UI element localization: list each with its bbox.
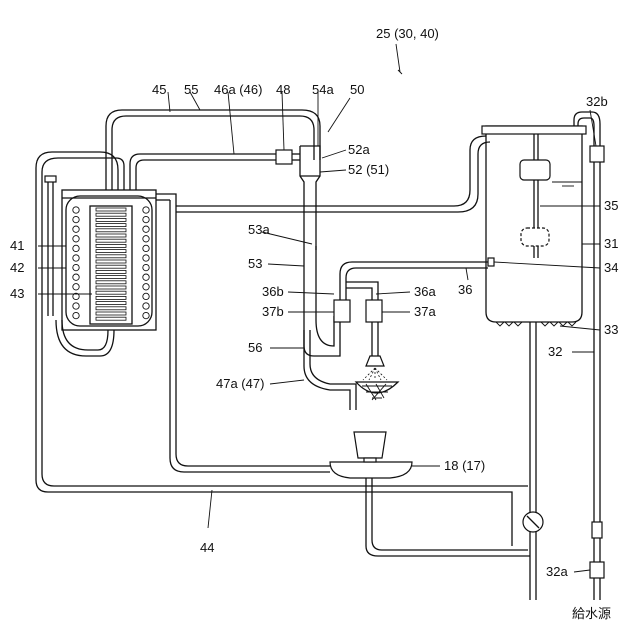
- coil-circle: [143, 255, 149, 261]
- coil-bar: [96, 208, 126, 211]
- label-32b: 32b: [586, 94, 608, 109]
- coil-circle: [143, 284, 149, 290]
- coil-bar: [96, 281, 126, 284]
- label-34: 34: [604, 260, 618, 275]
- coil-bar: [96, 312, 126, 315]
- label-42: 42: [10, 260, 24, 275]
- label-47a: 47a (47): [216, 376, 264, 391]
- label-52a: 52a: [348, 142, 370, 157]
- label-55: 55: [184, 82, 198, 97]
- coil-bar: [96, 239, 126, 242]
- label-53a: 53a: [248, 222, 270, 237]
- coil-circle: [73, 274, 79, 280]
- heat-exchanger: [62, 190, 156, 330]
- coil-circle: [143, 312, 149, 318]
- coil-bar: [96, 229, 126, 232]
- label-36a: 36a: [414, 284, 436, 299]
- coil-circle: [143, 207, 149, 213]
- cup-tray: [156, 194, 530, 556]
- label-33: 33: [604, 322, 618, 337]
- label-18: 18 (17): [444, 458, 485, 473]
- label-41: 41: [10, 238, 24, 253]
- coil-circle: [73, 284, 79, 290]
- coil-bar: [96, 286, 126, 289]
- coil-bar: [96, 250, 126, 253]
- coil-circle: [73, 255, 79, 261]
- tank-feed-pipe: [176, 136, 490, 212]
- coil-bar: [96, 234, 126, 237]
- mixing-tube: [300, 146, 356, 410]
- label-36: 36: [458, 282, 472, 297]
- label-32: 32: [548, 344, 562, 359]
- label-35: 35: [604, 198, 618, 213]
- coil-bar: [96, 265, 126, 268]
- coil-circle: [73, 264, 79, 270]
- coil-circle: [143, 245, 149, 251]
- coil-circle: [73, 207, 79, 213]
- spray-line: [369, 368, 375, 380]
- label-37a: 37a: [414, 304, 436, 319]
- coil-circle: [143, 264, 149, 270]
- coil-circle: [73, 303, 79, 309]
- coil-circle: [143, 216, 149, 222]
- label-50: 50: [350, 82, 364, 97]
- coil-circle: [143, 226, 149, 232]
- top-pipes: [106, 110, 320, 190]
- label-31: 31: [604, 236, 618, 251]
- coil-bar: [96, 317, 126, 320]
- coil-bar: [96, 218, 126, 221]
- coil-bar: [96, 270, 126, 273]
- label-43: 43: [10, 286, 24, 301]
- label-title: 25 (30, 40): [376, 26, 439, 41]
- coil-circle: [73, 236, 79, 242]
- label-52: 52 (51): [348, 162, 389, 177]
- spray-line: [363, 368, 375, 380]
- label-54a: 54a: [312, 82, 334, 97]
- coil-bar: [96, 260, 126, 263]
- label-53: 53: [248, 256, 262, 271]
- spray-line: [375, 368, 381, 380]
- coil-circle: [143, 274, 149, 280]
- coil-circle: [143, 303, 149, 309]
- coil-bar: [96, 255, 126, 258]
- coil-circle: [73, 226, 79, 232]
- label-45: 45: [152, 82, 166, 97]
- coil-bar: [96, 213, 126, 216]
- coil-circle: [73, 216, 79, 222]
- label-water-source: 給水源: [572, 606, 611, 621]
- coil-bar: [96, 307, 126, 310]
- label-36b: 36b: [262, 284, 284, 299]
- label-48: 48: [276, 82, 290, 97]
- coil-bar: [96, 224, 126, 227]
- coil-bar: [96, 244, 126, 247]
- tank-31: [482, 112, 604, 600]
- coil-circle: [143, 293, 149, 299]
- coil-bar: [96, 276, 126, 279]
- coil-circle: [73, 312, 79, 318]
- coil-circle: [143, 236, 149, 242]
- label-56: 56: [248, 340, 262, 355]
- label-32a: 32a: [546, 564, 568, 579]
- label-46a: 46a (46): [214, 82, 262, 97]
- label-37b: 37b: [262, 304, 284, 319]
- coil-bar: [96, 302, 126, 305]
- label-44: 44: [200, 540, 214, 555]
- coil-bar: [96, 296, 126, 299]
- coil-circle: [73, 245, 79, 251]
- coil-bar: [96, 291, 126, 294]
- spray-line: [375, 368, 387, 380]
